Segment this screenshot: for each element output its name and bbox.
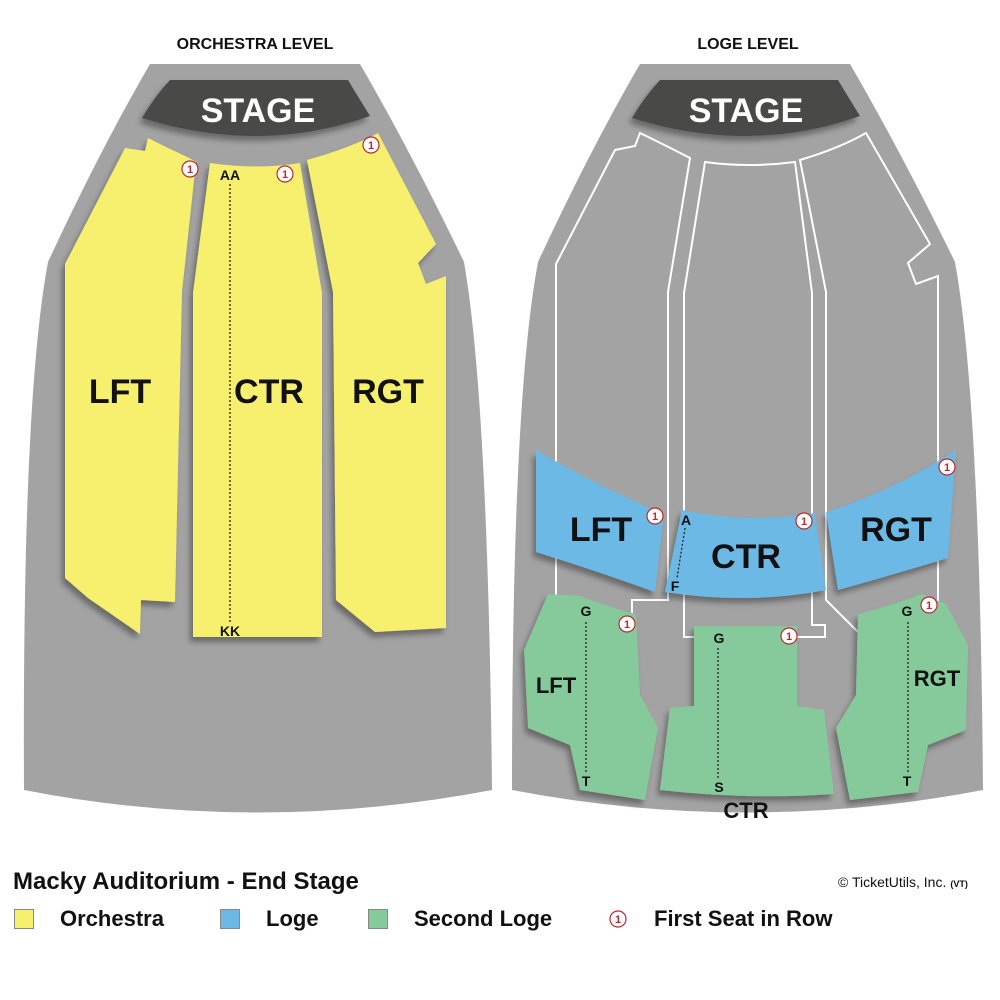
first-seat-icon: 1 [920, 596, 938, 614]
svg-text:1: 1 [368, 140, 374, 152]
orchestra-ctr-label: CTR [234, 373, 304, 411]
second-loge-lft-label: LFT [536, 673, 577, 698]
svg-text:1: 1 [615, 914, 621, 926]
svg-text:1: 1 [944, 462, 950, 474]
legend-item-first-seat: 1 First Seat in Row [608, 904, 832, 934]
svg-text:1: 1 [282, 169, 288, 181]
first-seat-icon: 1 [181, 160, 199, 178]
svg-text:1: 1 [926, 600, 932, 612]
svg-text:1: 1 [187, 164, 193, 176]
first-seat-icon: 1 [646, 507, 664, 525]
second-loge-rgt-label: RGT [914, 666, 961, 691]
second-loge-ctr-label: CTR [723, 798, 768, 823]
second-loge-rgt-row-last: T [903, 773, 912, 789]
first-seat-icon: 1 [795, 512, 813, 530]
second-loge-section-rgt[interactable] [836, 594, 968, 800]
loge-section-rgt[interactable] [826, 450, 956, 590]
venue-title: Macky Auditorium - End Stage [13, 868, 359, 895]
first-seat-icon: 1 [938, 458, 956, 476]
orchestra-level-title: ORCHESTRA LEVEL [177, 36, 334, 53]
second-loge-lft-row-last: T [582, 773, 591, 789]
first-seat-icon: 1 [780, 627, 798, 645]
orchestra-stage [142, 80, 370, 137]
orchestra-rgt-label: RGT [352, 373, 424, 411]
loge-lft-label: LFT [570, 511, 633, 549]
loge-ctr-label: CTR [711, 538, 781, 576]
copyright-code: (VT) [950, 879, 968, 889]
map-footer: Macky Auditorium - End Stage © TicketUti… [0, 860, 1000, 1000]
legend-item-orchestra: Orchestra [14, 904, 164, 934]
second-loge-section-lft[interactable] [524, 594, 658, 800]
svg-text:1: 1 [652, 511, 658, 523]
legend-label-second-loge: Second Loge [414, 906, 553, 931]
loge-level-title: LOGE LEVEL [697, 36, 799, 53]
loge-rgt-label: RGT [860, 511, 932, 549]
loge-upper-center-outline [683, 160, 826, 638]
loge-section-lft[interactable] [536, 450, 664, 592]
legend-swatch-orchestra [14, 909, 34, 929]
legend-label-orchestra: Orchestra [60, 906, 164, 931]
legend-label-loge: Loge [266, 906, 319, 931]
loge-section-ctr[interactable] [665, 510, 826, 599]
loge-stage-label: STAGE [689, 92, 804, 130]
first-seat-icon: 1 [618, 615, 636, 633]
second-loge-ctr-row-first: G [714, 630, 725, 646]
loge-level: LOGE LEVEL STAGE LFT A F CTR RGT G T LFT… [512, 36, 983, 823]
orchestra-lft-label: LFT [89, 373, 152, 411]
second-loge-section-ctr[interactable] [660, 626, 834, 797]
orchestra-section-rgt[interactable] [307, 133, 446, 632]
svg-text:1: 1 [801, 516, 807, 528]
orchestra-level: ORCHESTRA LEVEL STAGE LFT AA KK CTR RGT … [23, 36, 492, 813]
second-loge-ctr-row-last: S [714, 779, 723, 795]
orchestra-section-ctr[interactable] [193, 163, 322, 637]
svg-text:1: 1 [786, 631, 792, 643]
seating-map: ORCHESTRA LEVEL STAGE LFT AA KK CTR RGT … [23, 36, 983, 823]
loge-ctr-row-first: A [681, 512, 691, 528]
legend-swatch-second-loge [368, 909, 388, 929]
loge-ctr-aisle [676, 527, 686, 579]
legend-item-loge: Loge [220, 904, 319, 934]
orchestra-stage-label: STAGE [201, 92, 316, 130]
second-loge-rgt-row-first: G [902, 603, 913, 619]
legend-label-first-seat: First Seat in Row [654, 906, 833, 931]
copyright-text: © TicketUtils, Inc. [838, 874, 947, 890]
second-loge-lft-row-first: G [581, 603, 592, 619]
orchestra-section-lft[interactable] [65, 138, 196, 634]
loge-stage [632, 80, 860, 137]
svg-text:1: 1 [624, 619, 630, 631]
first-seat-icon: 1 [362, 136, 380, 154]
orchestra-ctr-row-first: AA [220, 167, 240, 183]
first-seat-icon: 1 [609, 910, 627, 928]
copyright: © TicketUtils, Inc.(VT) [838, 874, 968, 890]
loge-ctr-row-last: F [671, 578, 680, 594]
legend-swatch-loge [220, 909, 240, 929]
legend-item-second-loge: Second Loge [368, 904, 552, 934]
first-seat-icon: 1 [276, 165, 294, 183]
orchestra-ctr-row-last: KK [220, 623, 240, 639]
